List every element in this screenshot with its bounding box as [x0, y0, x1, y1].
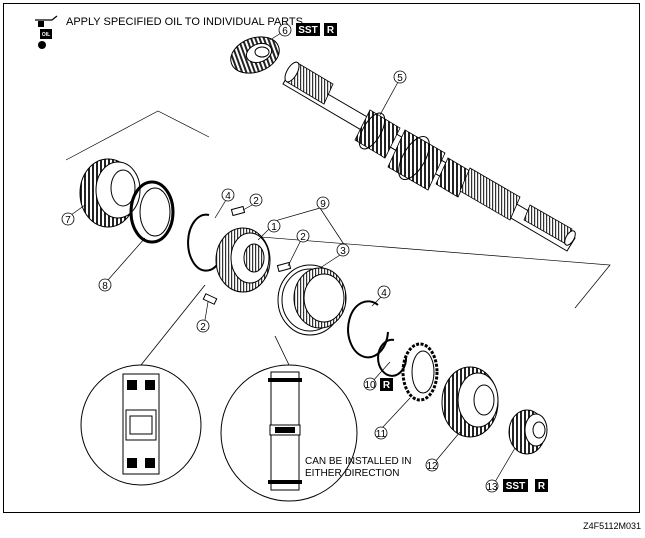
key-2b	[276, 261, 292, 273]
gear-12	[441, 366, 499, 438]
sync-ring-8	[129, 180, 175, 244]
svg-text:R: R	[538, 481, 546, 492]
oil-icon: OIL	[35, 15, 58, 49]
callout-12: 12	[425, 458, 439, 472]
detail-key-section	[80, 284, 206, 486]
sync-ring-11	[401, 342, 439, 402]
svg-text:12: 12	[426, 461, 438, 472]
badge-r-6: R	[324, 23, 337, 36]
svg-text:4: 4	[381, 288, 387, 299]
svg-text:2: 2	[300, 232, 306, 243]
callout-2c: 2	[196, 319, 210, 333]
callout-11: 11	[374, 426, 388, 440]
badge-r-13: R	[535, 479, 548, 492]
svg-text:3: 3	[340, 246, 346, 257]
figure-code: Z4F5112M031	[583, 521, 641, 531]
svg-text:8: 8	[102, 281, 108, 292]
bearing-6	[230, 36, 280, 74]
callout-8: 8	[98, 278, 112, 292]
svg-text:2: 2	[200, 322, 206, 333]
key-2a	[230, 205, 246, 217]
detail-sleeve-section	[220, 335, 358, 502]
svg-text:11: 11	[376, 429, 387, 440]
callout-6: 6	[278, 23, 292, 37]
circlip-10	[377, 338, 408, 377]
oil-instruction: APPLY SPECIFIED OIL TO INDIVIDUAL PARTS	[66, 16, 303, 28]
svg-text:1: 1	[271, 222, 277, 233]
clutch-sleeve-3	[277, 264, 347, 336]
snap-ring-4b	[347, 300, 389, 359]
svg-text:R: R	[327, 25, 335, 36]
svg-text:7: 7	[65, 215, 71, 226]
callout-1: 1	[267, 219, 281, 233]
key-2c	[202, 293, 218, 305]
callout-2b: 2	[296, 229, 310, 243]
svg-text:SST: SST	[298, 25, 317, 36]
badge-r-10: R	[380, 378, 393, 391]
svg-text:10: 10	[364, 380, 376, 391]
badge-sst-6: SST	[296, 23, 320, 36]
clutch-hub-1	[215, 227, 271, 293]
note-line-1: CAN BE INSTALLED IN	[305, 456, 412, 467]
callout-5: 5	[393, 70, 407, 84]
svg-text:R: R	[383, 380, 391, 391]
svg-text:9: 9	[320, 199, 326, 210]
svg-text:13: 13	[486, 482, 498, 493]
svg-text:OIL: OIL	[42, 32, 50, 38]
figure-frame	[3, 3, 640, 513]
callout-4b: 4	[377, 285, 391, 299]
leader-lines	[70, 32, 516, 483]
svg-text:SST: SST	[506, 481, 525, 492]
group-outline	[65, 110, 611, 309]
svg-text:6: 6	[282, 26, 288, 37]
note-line-2: EITHER DIRECTION	[305, 468, 399, 479]
callout-7: 7	[61, 212, 75, 226]
callout-9: 9	[316, 196, 330, 210]
callout-3: 3	[336, 243, 350, 257]
main-shaft	[282, 61, 576, 252]
callout-2a: 2	[249, 193, 263, 207]
bearing-13	[508, 409, 548, 455]
callout-10: 10	[363, 377, 377, 391]
callout-4a: 4	[221, 188, 235, 202]
svg-text:2: 2	[253, 196, 259, 207]
callout-13: 13	[485, 479, 499, 493]
svg-text:5: 5	[397, 73, 403, 84]
badge-sst-13: SST	[503, 479, 528, 492]
svg-text:4: 4	[225, 191, 231, 202]
gear-7	[79, 158, 141, 228]
